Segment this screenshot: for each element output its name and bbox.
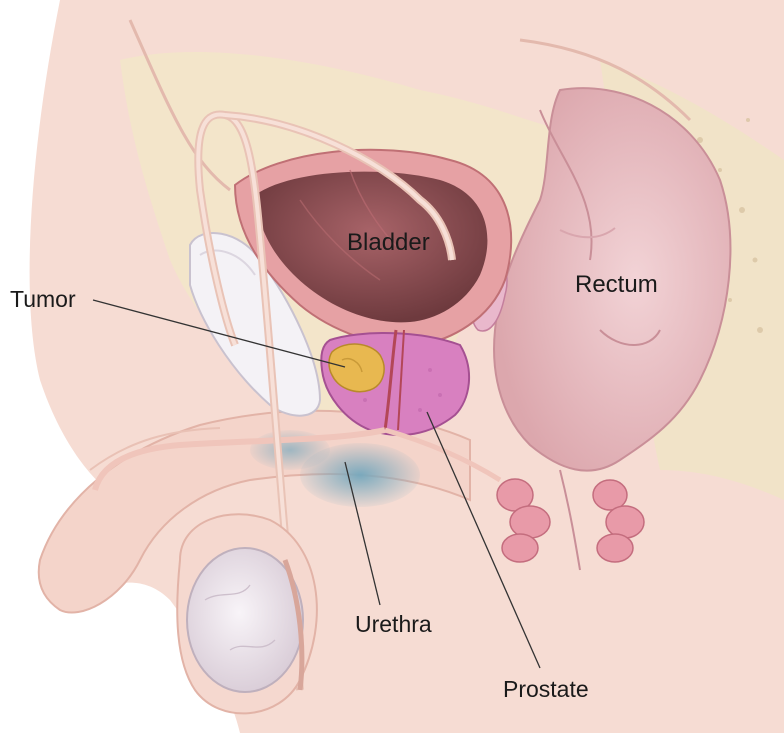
label-rectum: Rectum [575, 271, 658, 298]
label-urethra: Urethra [355, 611, 432, 637]
label-bladder: Bladder [347, 229, 430, 256]
label-tumor: Tumor [10, 286, 76, 312]
testis [187, 548, 303, 692]
scrotum [177, 514, 317, 713]
label-prostate: Prostate [503, 676, 589, 702]
